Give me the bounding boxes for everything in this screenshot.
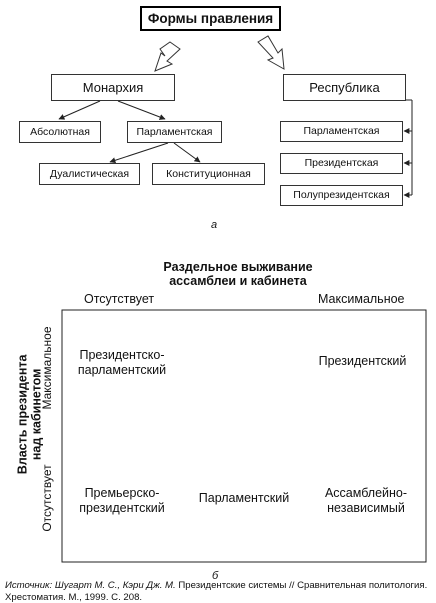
constitutional-box: Конституционная bbox=[152, 163, 265, 185]
republic-parliamentary-box: Парламентская bbox=[280, 121, 403, 142]
root-box: Формы правления bbox=[140, 6, 281, 31]
cell-top-left: Президентско-парламентский bbox=[77, 348, 167, 377]
column-label-right: Максимальное bbox=[318, 292, 405, 306]
cell-bottom-center: Парламентский bbox=[198, 491, 290, 505]
parliamentary-monarchy-box: Парламентская bbox=[127, 121, 222, 143]
column-label-left: Отсутствует bbox=[84, 292, 155, 306]
absolute-box: Абсолютная bbox=[19, 121, 101, 143]
column-axis-title: Раздельное выживание ассамблеи и кабинет… bbox=[163, 260, 313, 289]
row-label-bottom: Отсутствует bbox=[40, 464, 54, 532]
cell-bottom-left: Премьерско-президентский bbox=[79, 486, 165, 515]
row-label-top: Максимальное bbox=[40, 326, 54, 410]
cell-top-right: Президентский bbox=[318, 354, 407, 368]
parl-to-constitutional-line bbox=[173, 142, 201, 163]
matrix-frame bbox=[61, 309, 427, 563]
cell-bottom-right: Ассамблейно-независимый bbox=[324, 486, 408, 515]
parl-to-dualistic-line bbox=[109, 142, 169, 164]
republic-semipresidential-box: Полупрезидентская bbox=[280, 185, 403, 206]
monarchy-box: Монархия bbox=[51, 74, 175, 101]
caption-a: а bbox=[211, 219, 218, 231]
monarchy-to-parliamentary-line bbox=[117, 100, 166, 120]
dualistic-box: Дуалистическая bbox=[39, 163, 140, 185]
caption-b: б bbox=[212, 570, 219, 582]
root-to-republic-arrow bbox=[257, 35, 285, 70]
source-authors: Шугарт М. С., Кэри Дж. М. bbox=[54, 580, 176, 591]
republic-box: Республика bbox=[283, 74, 406, 101]
source-note: Источник: Шугарт М. С., Кэри Дж. М. През… bbox=[5, 580, 433, 603]
monarchy-to-absolute-line bbox=[58, 100, 101, 120]
source-label: Источник: bbox=[5, 580, 53, 591]
root-to-monarchy-arrow bbox=[154, 41, 181, 72]
source-text: Президентские системы // Сравнительная п… bbox=[5, 580, 428, 603]
republic-presidential-box: Президентская bbox=[280, 153, 403, 174]
